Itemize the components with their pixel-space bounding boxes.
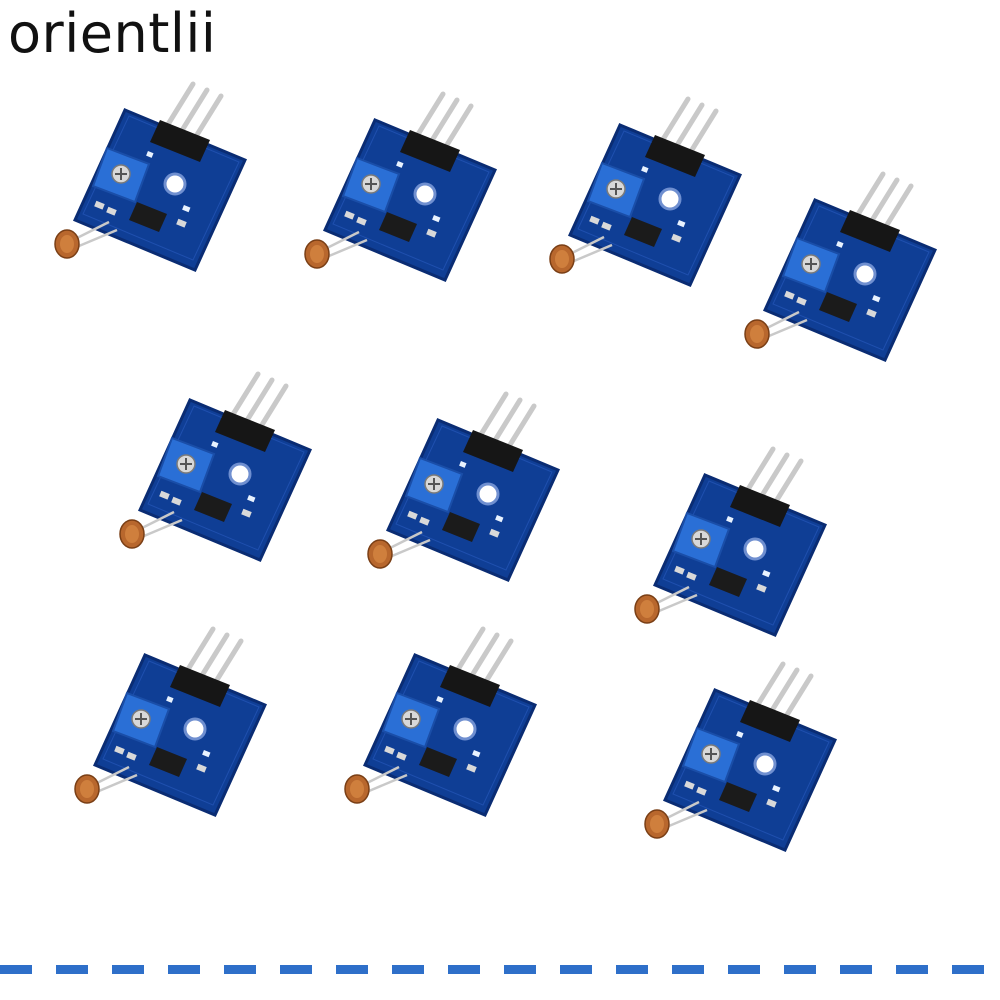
- dash-segment: [280, 965, 312, 974]
- dash-segment: [672, 965, 704, 974]
- dash-segment: [168, 965, 200, 974]
- sensor-module-6: [368, 394, 558, 580]
- dash-segment: [896, 965, 928, 974]
- decorative-dashed-line: [0, 965, 1000, 975]
- dash-segment: [392, 965, 424, 974]
- dash-segment: [56, 965, 88, 974]
- sensor-module-5: [120, 374, 310, 560]
- dash-segment: [448, 965, 480, 974]
- sensor-module-7: [635, 449, 825, 635]
- brand-logo-text: orientlii: [8, 2, 217, 65]
- sensor-module-10: [645, 664, 835, 850]
- sensor-module-4: [745, 174, 935, 360]
- dash-segment: [784, 965, 816, 974]
- dash-segment: [952, 965, 984, 974]
- dash-segment: [336, 965, 368, 974]
- dash-segment: [560, 965, 592, 974]
- sensor-module-9: [345, 629, 535, 815]
- dash-segment: [728, 965, 760, 974]
- dash-segment: [112, 965, 144, 974]
- dash-segment: [224, 965, 256, 974]
- sensor-module-3: [550, 99, 740, 285]
- sensor-module-1: [55, 84, 245, 270]
- dash-segment: [504, 965, 536, 974]
- dash-segment: [0, 965, 32, 974]
- sensor-module-2: [305, 94, 495, 280]
- dash-segment: [840, 965, 872, 974]
- sensor-module-8: [75, 629, 265, 815]
- dash-segment: [616, 965, 648, 974]
